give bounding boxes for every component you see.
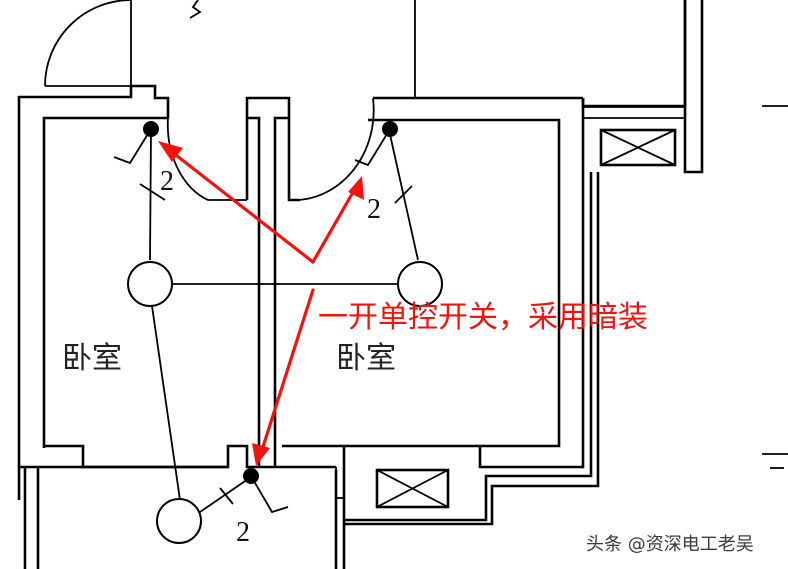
ceiling-lamp-corridor [156,498,202,544]
annotation-text: 一开单控开关，采用暗装 [318,300,648,335]
room-label-left-bedroom: 卧室 [62,341,122,376]
annotation-arrows [158,141,364,466]
ceiling-lamp-right-bedroom [397,261,443,307]
left-bedroom-walls [17,84,247,500]
switch-left-bedroom: 2 [113,121,174,197]
wiring [139,129,419,513]
wire-count-label: 2 [160,166,174,197]
room-label-right-bedroom: 卧室 [336,341,396,376]
corridor-walls [19,444,344,569]
right-bedroom-walls [282,0,704,526]
right-edge-markers [762,105,788,469]
duct-box-top-right [599,128,677,167]
ceiling-lamp-left-bedroom [127,261,173,307]
duct-box-bottom [334,446,450,569]
switch-corridor: 2 [236,468,289,548]
watermark-text: 头条 @资深电工老吴 [586,534,754,555]
wire-count-label: 2 [367,194,381,225]
wire-count-label: 2 [236,517,250,548]
switch-right-bedroom: 2 [354,121,398,225]
door-swing-top-left [44,0,202,96]
